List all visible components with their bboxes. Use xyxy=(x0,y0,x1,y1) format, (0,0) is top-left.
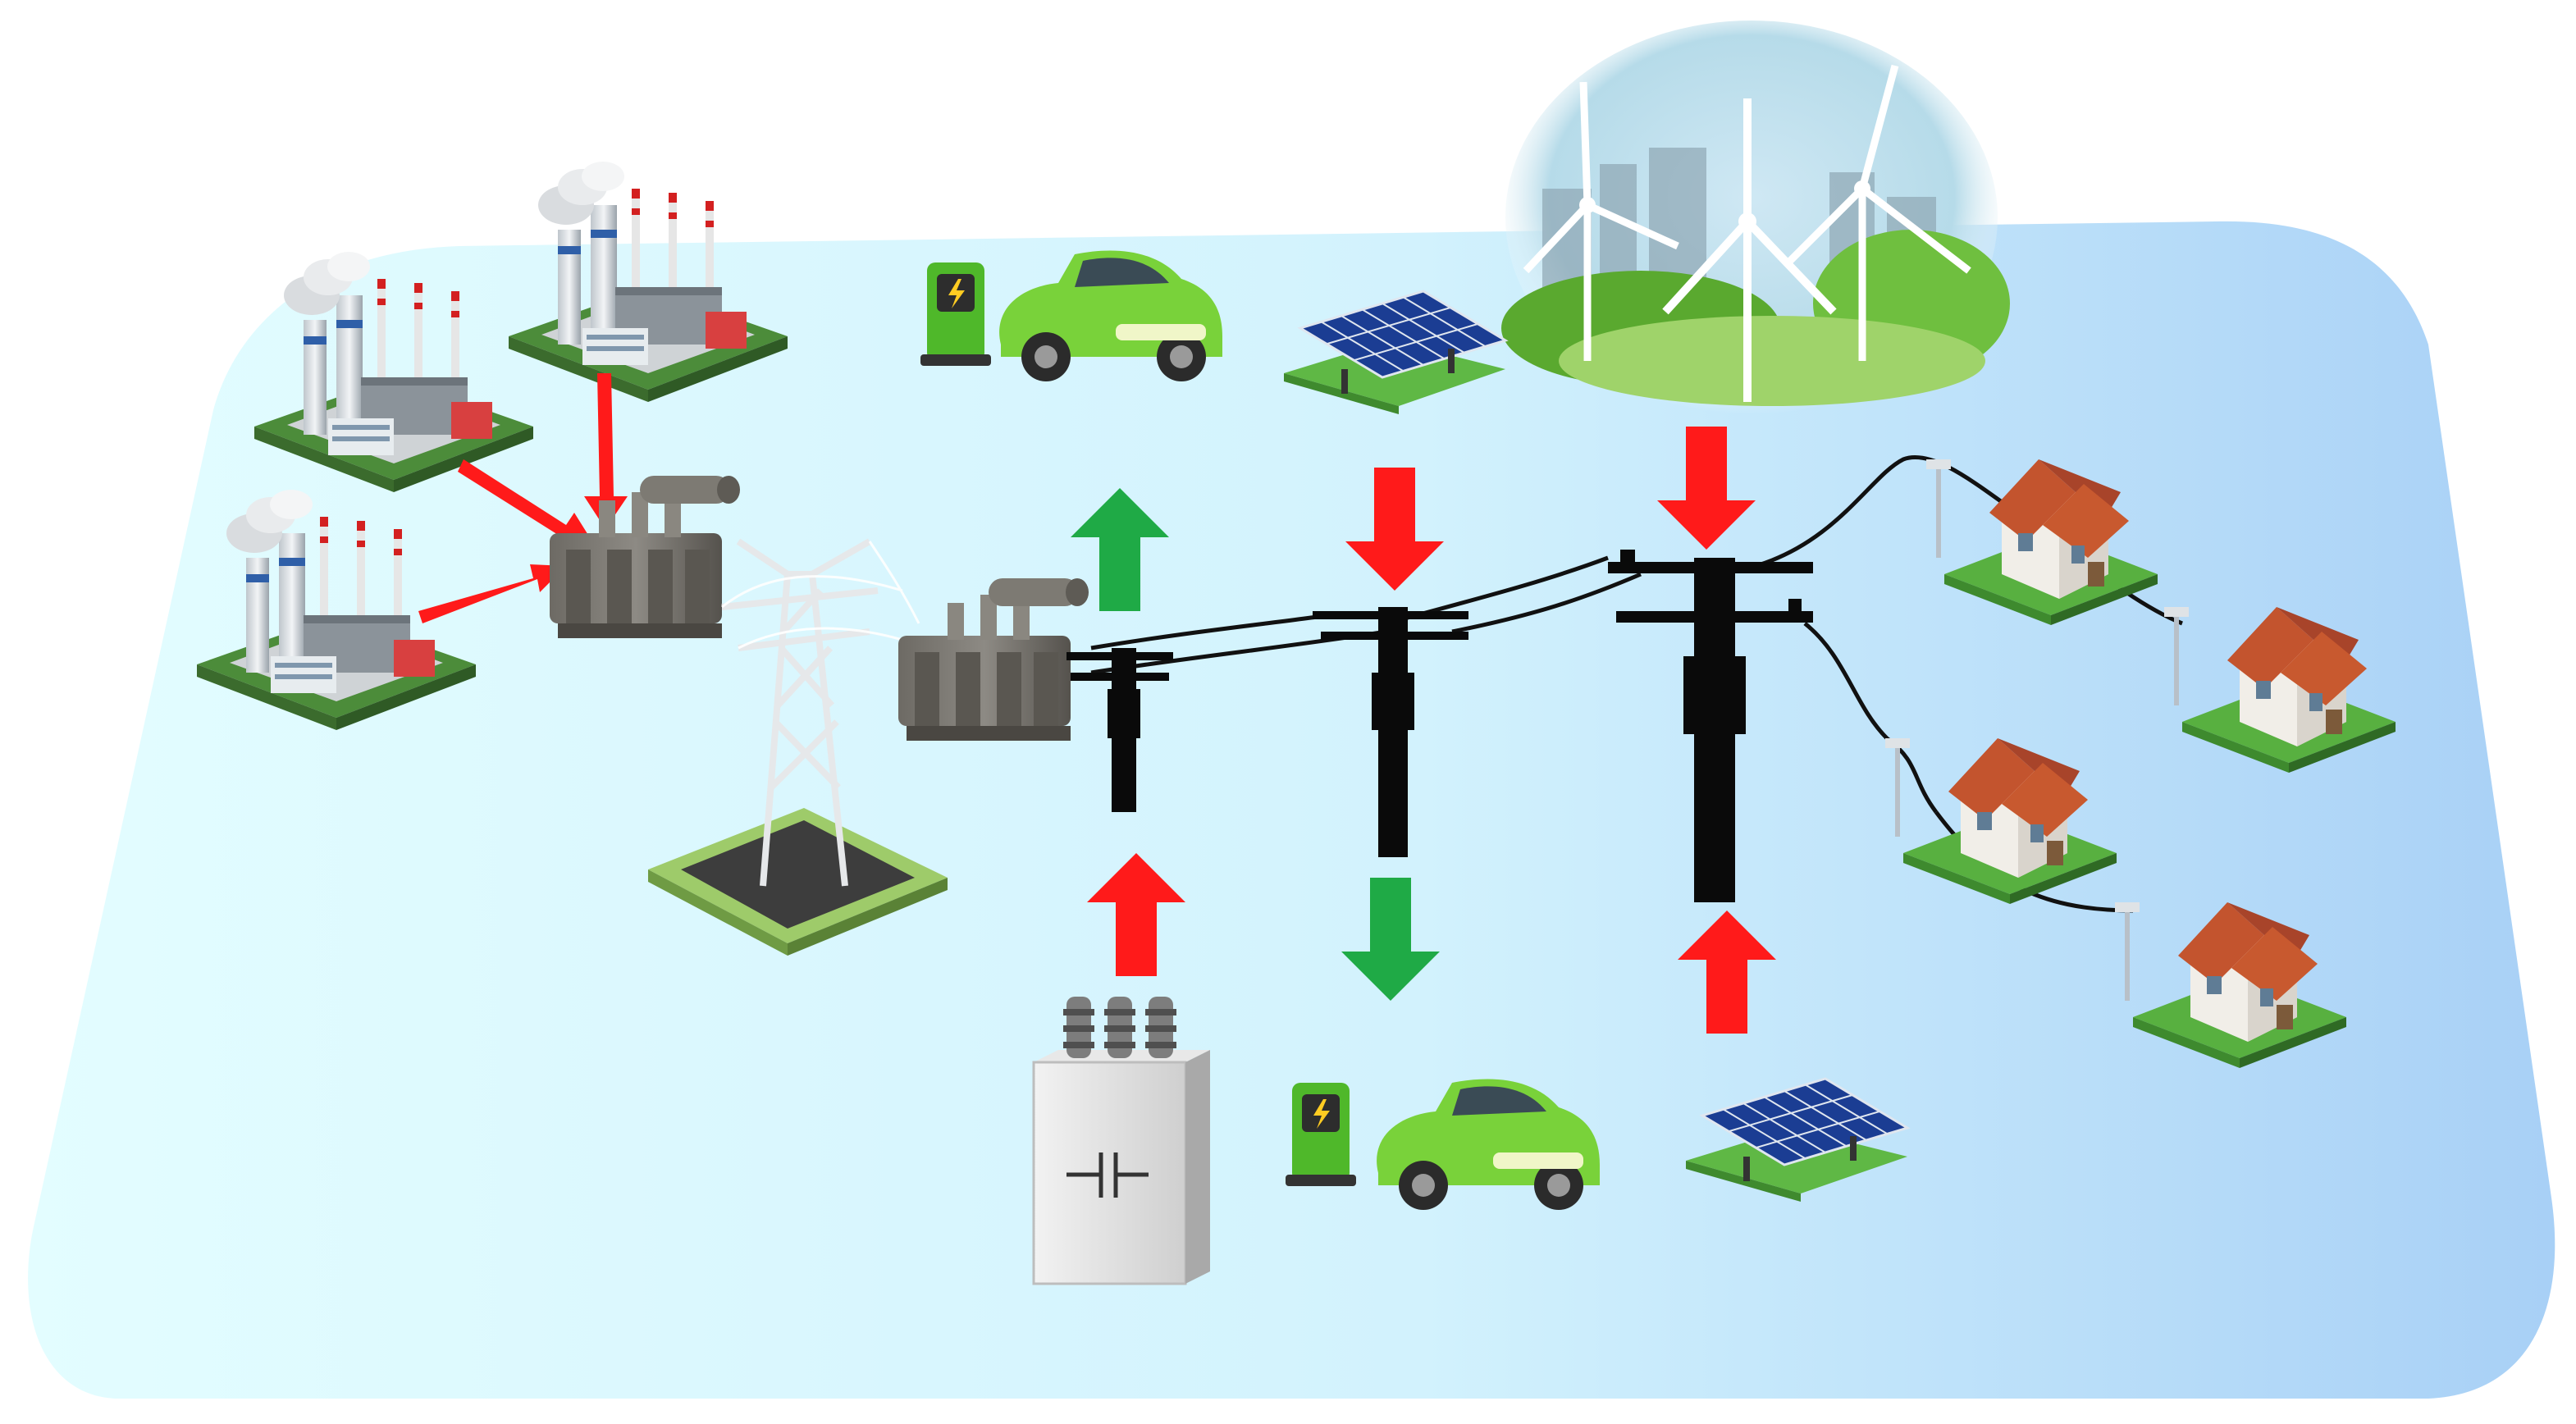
capacitor-bank-icon xyxy=(1032,997,1210,1285)
wind-farm xyxy=(1501,21,2010,414)
wind-turbine-icon xyxy=(1785,64,1971,361)
utility-pole-icon xyxy=(1608,550,1813,902)
transmission-tower-icon xyxy=(648,538,948,956)
ev-charger-icon xyxy=(920,262,991,366)
capacitor-symbol-icon xyxy=(1066,1152,1149,1198)
wind-turbine-icon xyxy=(1662,98,1837,402)
ev-charger-icon xyxy=(1286,1083,1356,1186)
ground-platform xyxy=(28,221,2555,1399)
utility-pole-icon xyxy=(1313,607,1468,857)
utility-pole-icon xyxy=(1066,648,1173,812)
wind-turbine-icon xyxy=(1523,81,1679,361)
plant-to-substation-arrows xyxy=(418,373,628,623)
